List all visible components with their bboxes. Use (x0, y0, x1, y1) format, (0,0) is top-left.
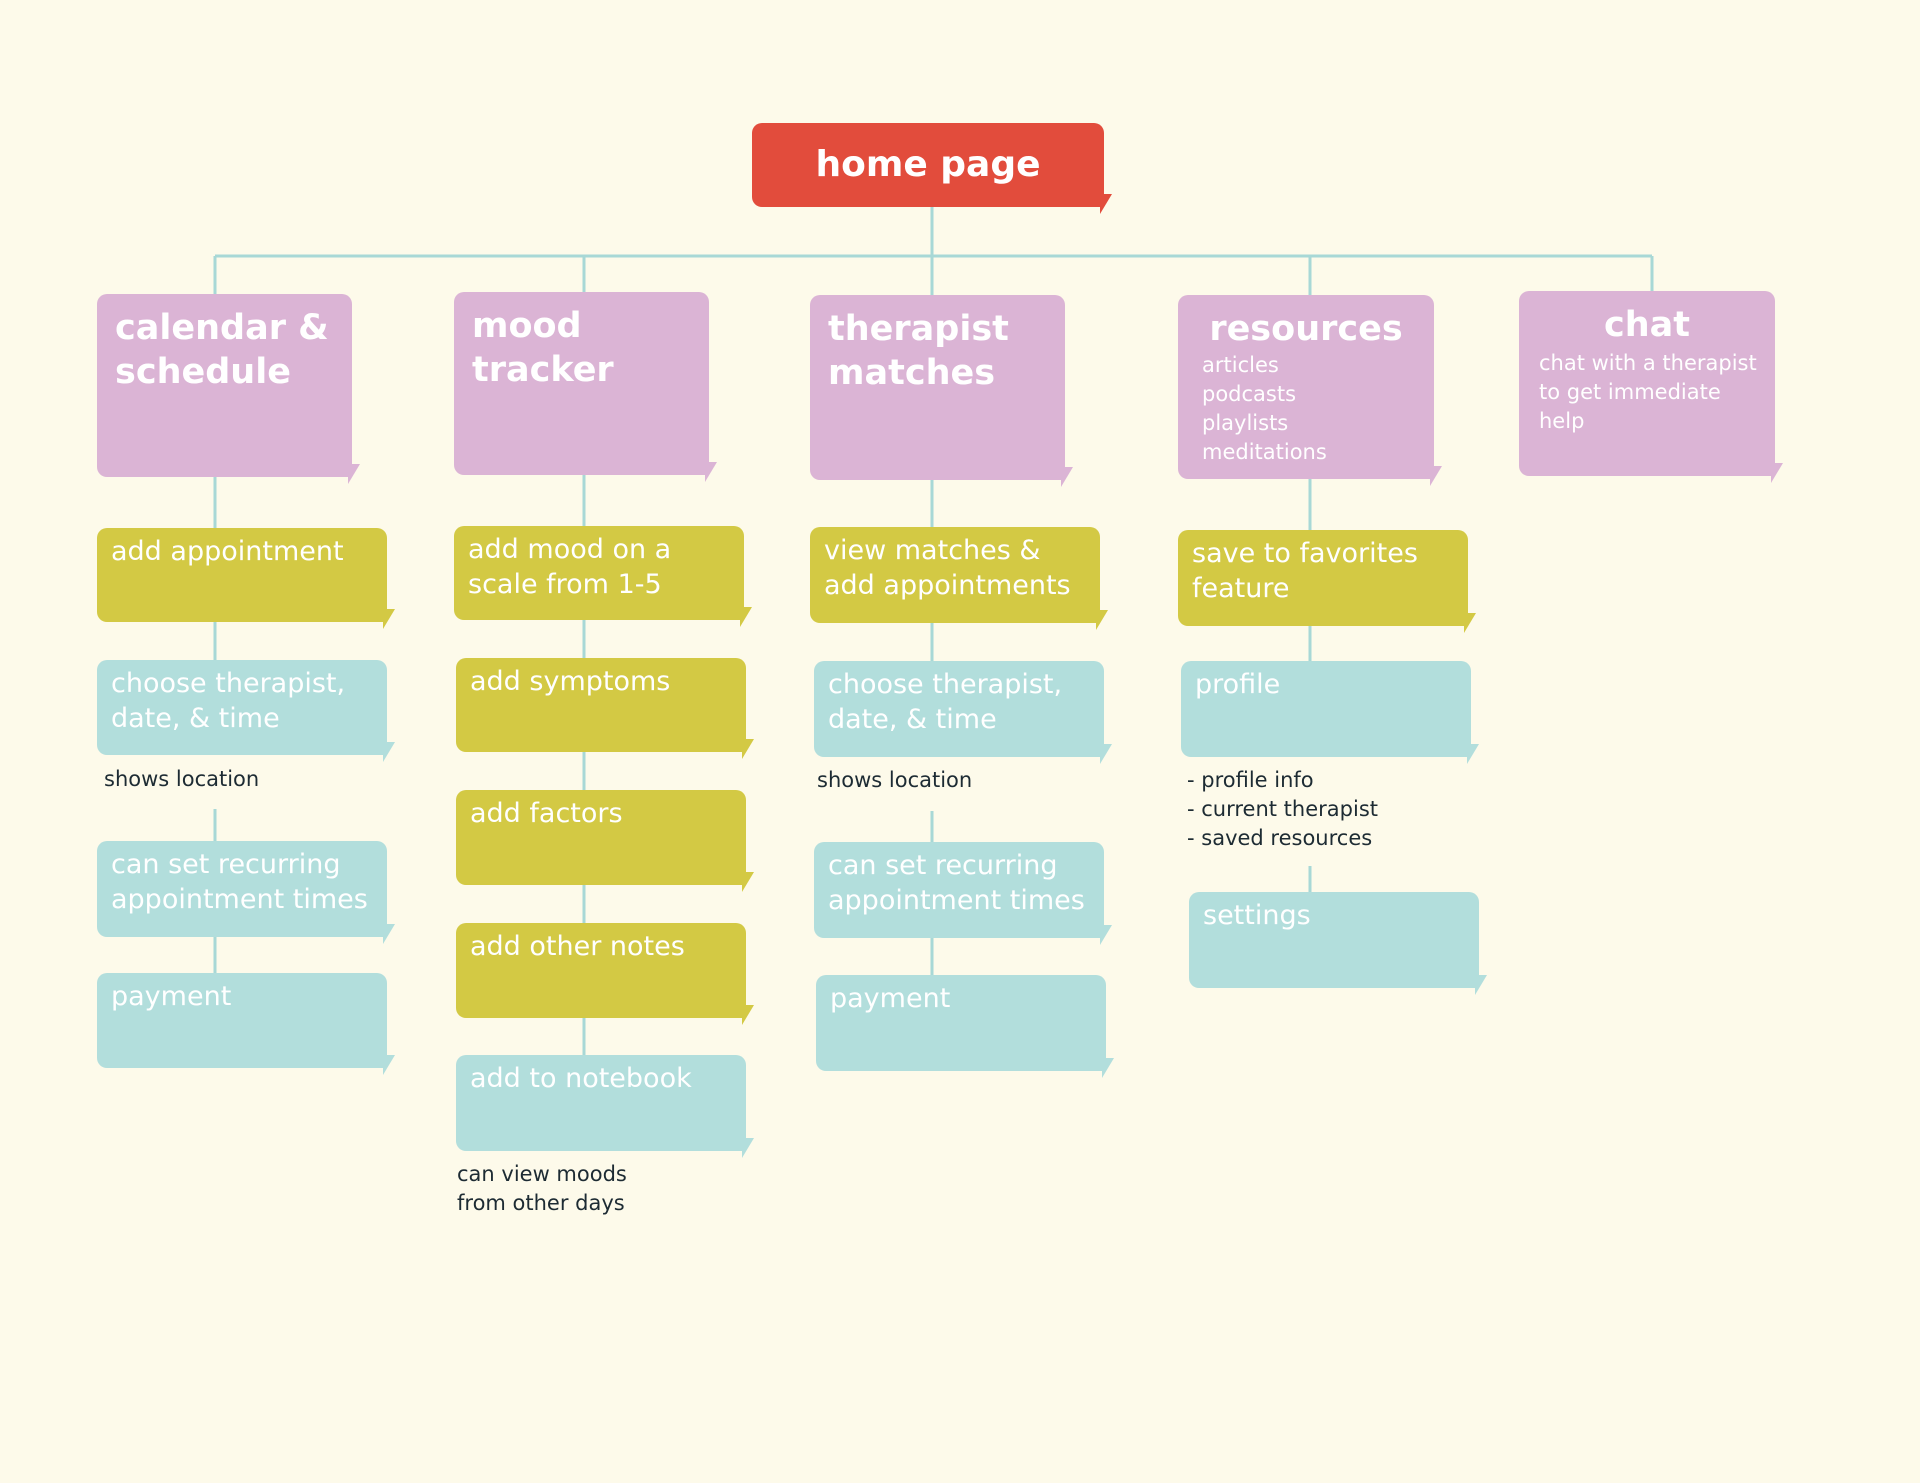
mood-item-add-factors: add factors (456, 790, 754, 892)
resources-item-save-favorites: save to favorites feature (1178, 530, 1476, 633)
calendar-item-recurring: can set recurring appointment times (97, 841, 395, 944)
therapist-matches-box: therapist matches (810, 295, 1073, 487)
mood-item-label: add factors (470, 798, 623, 829)
resources-subitem: playlists (1202, 411, 1289, 435)
mood-tracker-box: mood tracker (454, 292, 717, 482)
calendar-item-label: payment (111, 981, 232, 1012)
therapist-matches-title: therapist matches (828, 309, 1009, 393)
mood-item-add-symptoms: add symptoms (456, 658, 754, 759)
calendar-item-add-appointment: add appointment (97, 528, 395, 629)
mood-tracker-title: mood tracker (472, 306, 614, 390)
home-page-label: home page (815, 144, 1041, 185)
profile-note: - saved resources (1187, 826, 1373, 850)
therapist-item-label: can set recurring appointment times (828, 850, 1085, 916)
mood-item-add-mood: add mood on a scale from 1-5 (454, 526, 752, 627)
mood-item-label: add other notes (470, 931, 685, 962)
calendar-item-label: choose therapist, date, & time (111, 668, 346, 734)
therapist-shows-location-note: shows location (817, 768, 973, 792)
calendar-schedule-title: calendar & schedule (115, 308, 329, 392)
therapist-item-payment: payment (816, 975, 1114, 1078)
calendar-item-choose-therapist: choose therapist, date, & time (97, 660, 395, 762)
chat-box: chat chat with a therapist to get immedi… (1519, 291, 1783, 483)
resources-item-label: save to favorites feature (1192, 538, 1418, 604)
chat-title: chat (1603, 305, 1690, 345)
resources-item-profile: profile (1181, 661, 1479, 764)
calendar-item-label: can set recurring appointment times (111, 849, 368, 915)
home-page-box: home page (752, 123, 1112, 214)
resources-subitem: meditations (1202, 440, 1327, 464)
therapist-item-label: payment (830, 983, 951, 1014)
mood-item-label: add to notebook (470, 1063, 692, 1094)
resources-box: resources articles podcasts playlists me… (1178, 295, 1442, 486)
resources-item-label: settings (1203, 900, 1311, 931)
calendar-shows-location-note: shows location (104, 767, 260, 791)
mood-item-label: add symptoms (470, 666, 671, 697)
mood-item-add-to-notebook: add to notebook (456, 1055, 754, 1158)
calendar-schedule-box: calendar & schedule (97, 294, 360, 484)
calendar-item-label: add appointment (111, 536, 344, 567)
therapist-item-label: view matches & add appointments (824, 535, 1071, 601)
therapist-item-view-matches: view matches & add appointments (810, 527, 1108, 630)
resources-title: resources (1209, 309, 1403, 349)
mood-view-moods-note: can view moods from other days (457, 1162, 627, 1215)
resources-subitems: articles podcasts playlists meditations (1178, 351, 1434, 467)
chat-description: chat with a therapist to get immediate h… (1539, 351, 1757, 433)
resources-subitem: articles (1202, 353, 1279, 377)
profile-notes: - profile info - current therapist - sav… (1187, 766, 1378, 853)
therapist-item-recurring: can set recurring appointment times (814, 842, 1112, 945)
resources-item-settings: settings (1189, 892, 1487, 995)
resources-subitem: podcasts (1202, 382, 1297, 406)
mood-item-add-other-notes: add other notes (456, 923, 754, 1025)
therapist-item-choose-therapist: choose therapist, date, & time (814, 661, 1112, 764)
calendar-item-payment: payment (97, 973, 395, 1075)
resources-item-label: profile (1195, 669, 1281, 700)
profile-note: - current therapist (1187, 797, 1378, 821)
therapist-item-label: choose therapist, date, & time (828, 669, 1063, 735)
profile-note: - profile info (1187, 768, 1314, 792)
mood-item-label: add mood on a scale from 1-5 (468, 534, 672, 600)
